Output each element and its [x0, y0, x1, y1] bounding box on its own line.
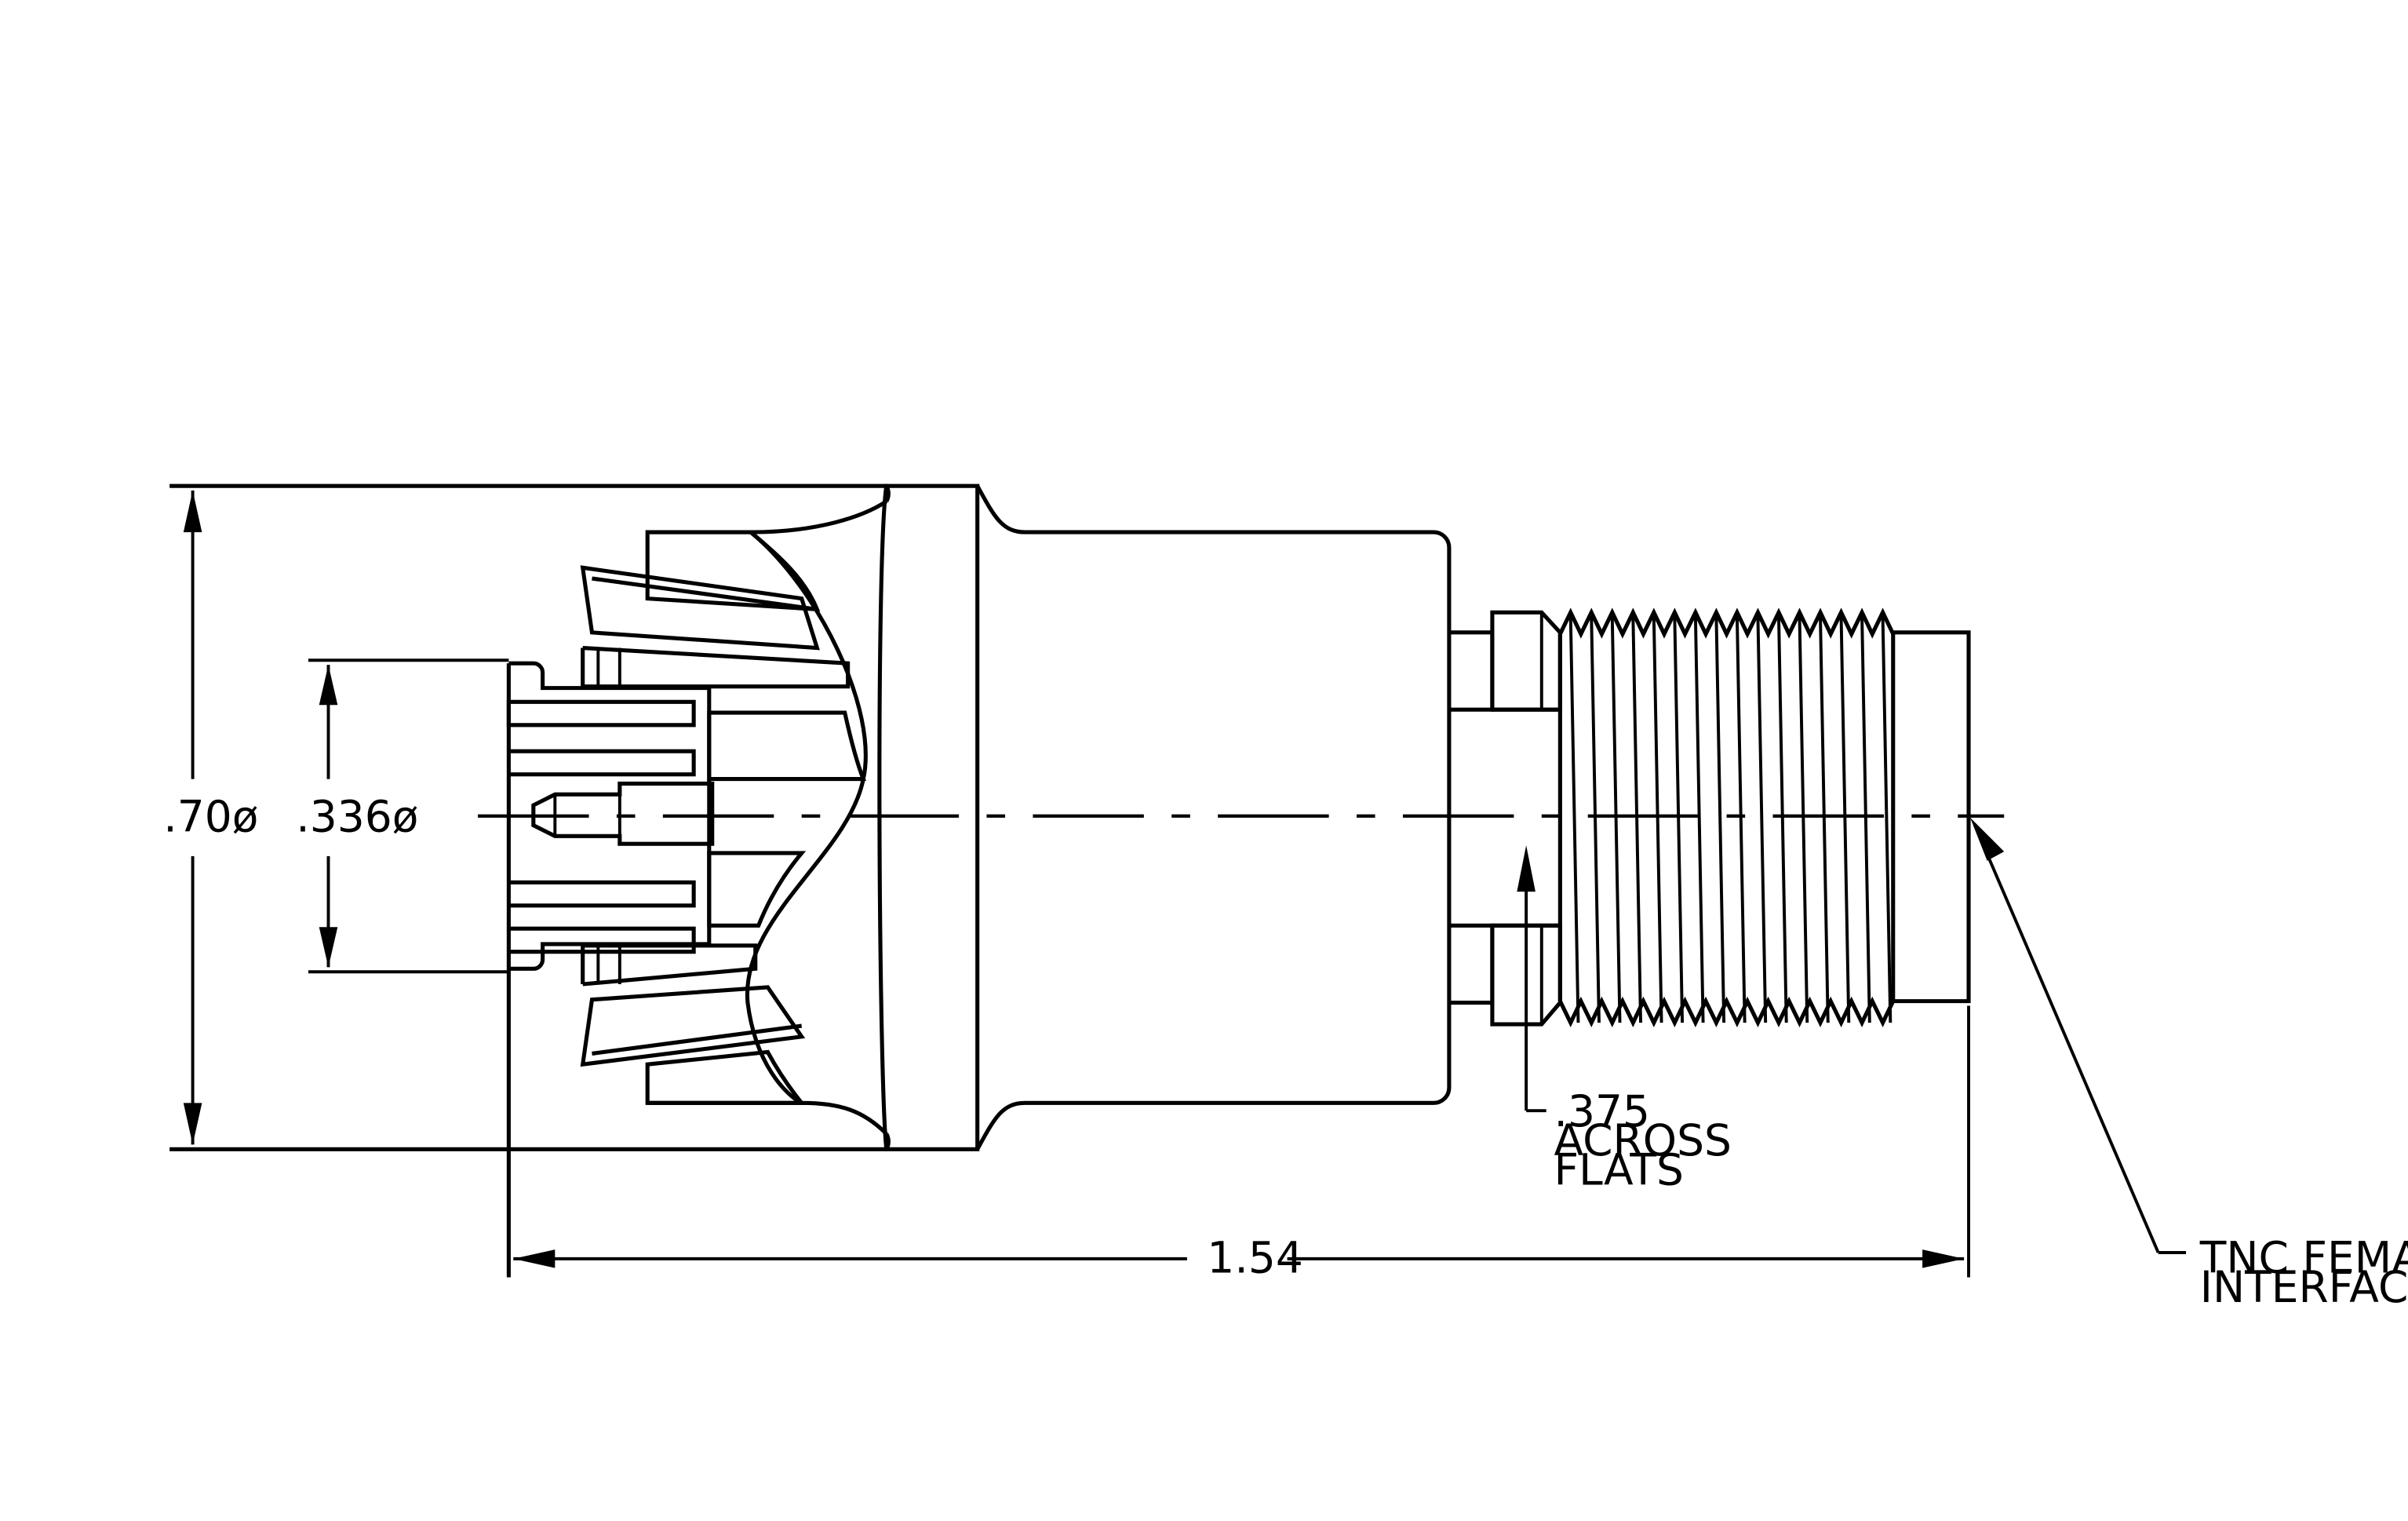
callout-tnc-interface: TNC FEMALE INTERFACE — [1970, 817, 2408, 1312]
dimension-overall-diameter: .70ø — [163, 491, 258, 1145]
interface-label-line2: INTERFACE — [2200, 1262, 2408, 1312]
dim-inner-diameter: .336ø — [296, 791, 418, 841]
dim-overall-length: 1.54 — [1207, 1233, 1302, 1283]
dimension-inner-diameter: .336ø — [296, 658, 509, 974]
dim-overall-diameter: .70ø — [163, 791, 258, 841]
interface-label-line1: TNC FEMALE — [2199, 1233, 2408, 1283]
front-interface — [1893, 630, 1971, 1004]
flats-label-line3: FLATS — [1554, 1145, 1684, 1195]
dimension-overall-length: 1.54 — [513, 1005, 1970, 1283]
center-pin — [531, 781, 715, 846]
threaded-section — [1557, 607, 1896, 1028]
section-hatching — [645, 530, 868, 1105]
callout-across-flats: .375 ACROSS FLATS — [1517, 845, 1732, 1195]
connector-body — [169, 483, 1971, 1151]
hex-nut — [1448, 630, 1495, 712]
flats-label-line1: .375 — [1554, 1086, 1650, 1136]
left-contact-assembly — [506, 565, 851, 1278]
flats-label-line2: ACROSS — [1554, 1115, 1732, 1165]
flange — [877, 483, 980, 1151]
